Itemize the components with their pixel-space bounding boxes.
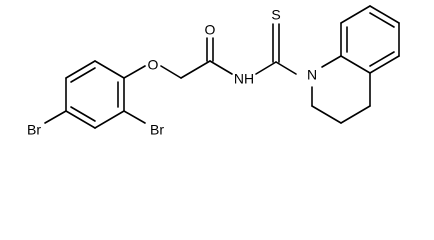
bond-c3-to-c4 [340, 105, 371, 124]
bond-carbonyl-to-nh [209, 60, 233, 75]
bond-c8-to-c7 [340, 5, 371, 24]
atom-o-ether: O [148, 57, 159, 73]
bond-ring-a-6 [65, 60, 96, 79]
bond-ring-to-o-ether [123, 65, 146, 79]
bond-ch2-to-carbonyl [180, 60, 211, 79]
atom-n-ring: N [307, 67, 317, 83]
atom-label-layer: O O NH S N Br Br [27, 7, 317, 138]
bond-o-ether-to-ch2 [160, 65, 182, 79]
bond-c7-to-c6-inner [369, 12, 395, 28]
bond-ring-a-4-inner [70, 106, 96, 122]
bond-c4a-to-c8a [340, 55, 371, 74]
bond-ring-a-6-inner [70, 67, 96, 83]
bond-ring-a-1 [94, 60, 125, 79]
bond-ring-a-4 [65, 110, 96, 129]
atom-s-thiocarbonyl: S [271, 7, 280, 23]
bond-thiocarbonyl-to-n-ring [275, 61, 297, 75]
bond-ring-to-br-para [44, 110, 67, 124]
chemical-structure-diagram: O O NH S N Br Br [27, 5, 400, 138]
atom-o-carbonyl: O [205, 22, 216, 38]
bond-ring-to-br-ortho [123, 110, 146, 124]
bond-c5-to-c4a-inner [369, 51, 395, 67]
bond-nh-to-thiocarbonyl [255, 61, 277, 75]
bond-c2-to-c3 [311, 105, 342, 124]
bond-c5-to-c4a [369, 55, 400, 74]
bond-ring-a-3 [94, 110, 125, 129]
bond-c7-to-c6 [369, 5, 400, 24]
bond-layer [44, 5, 400, 129]
bond-c8a-to-n-ring [321, 55, 342, 68]
atom-br-para: Br [27, 122, 41, 138]
atom-n-amide: NH [234, 71, 254, 87]
atom-br-ortho: Br [150, 122, 164, 138]
